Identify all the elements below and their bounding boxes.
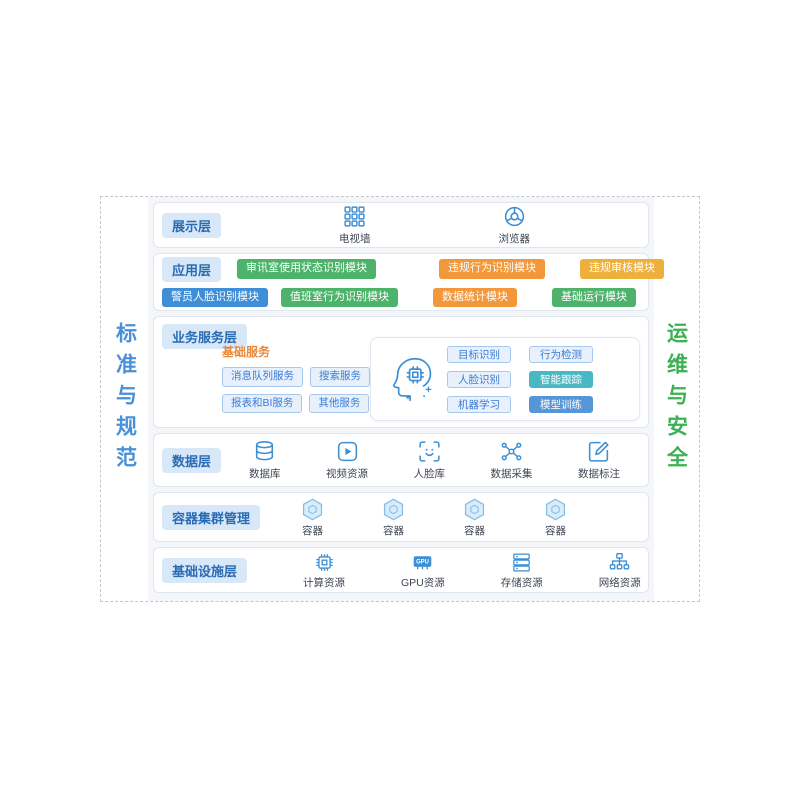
ai-smart-tracking: 智能跟踪	[529, 370, 593, 388]
operations-sidebar-title: 运维与安全	[664, 321, 688, 477]
module-violation-review: 违规审核模块	[580, 259, 665, 279]
layers-stack: 展示层 电视墙	[148, 197, 665, 601]
container-item: 容器	[462, 497, 487, 538]
ai-machine-learning: 机器学习	[447, 395, 511, 413]
gpu-resource-item: GPU GPU资源	[401, 551, 445, 590]
container-label: 容器	[464, 524, 486, 537]
module-duty-room-behavior: 值班室行为识别模块	[281, 287, 398, 308]
database-icon	[252, 439, 277, 464]
storage-icon	[510, 551, 533, 574]
business-service-layer: 业务服务层 基础服务 消息队列服务 搜索服务 报表和BI服务 其他服务	[153, 316, 649, 428]
container-item: 容器	[381, 497, 406, 538]
service-report-bi: 报表和BI服务	[222, 393, 303, 414]
storage-resource-item: 存储资源	[501, 551, 543, 590]
container-label: 容器	[545, 524, 567, 537]
business-layer-badge: 业务服务层	[162, 324, 248, 349]
service-search: 搜索服务	[310, 367, 370, 387]
module-police-face: 警员人脸识别模块	[162, 287, 268, 308]
browser-label: 浏览器	[498, 233, 531, 245]
ai-target-recognition: 目标识别	[447, 345, 511, 363]
application-layer-badge: 应用层	[162, 256, 222, 282]
container-item: 容器	[543, 497, 568, 538]
data-collect-label: 数据采集	[490, 468, 533, 480]
application-row-2: 警员人脸识别模块 值班室行为识别模块 数据统计模块 基础运行模块	[162, 287, 640, 308]
container-layer-badge: 容器集群管理	[162, 504, 261, 530]
face-library-label: 人脸库	[413, 468, 445, 480]
basic-services-title: 基础服务	[222, 345, 271, 359]
tv-wall-label: 电视墙	[339, 233, 371, 245]
face-library-icon	[417, 439, 442, 464]
ai-face-recognition: 人脸识别	[447, 370, 511, 388]
data-layer-badge: 数据层	[162, 447, 222, 473]
infrastructure-items: 计算资源 GPU GPU资源	[303, 551, 641, 590]
presentation-layer: 展示层 电视墙	[153, 202, 649, 248]
data-annotation-item: 数据标注	[578, 439, 620, 481]
ai-head-icon	[381, 354, 435, 404]
data-collect-item: 数据采集	[490, 439, 532, 481]
module-interrogation-status: 审讯室使用状态识别模块	[237, 259, 377, 279]
service-message-queue: 消息队列服务	[222, 367, 303, 387]
storage-resource-label: 存储资源	[500, 576, 543, 589]
data-layer: 数据层 数据库	[153, 433, 649, 487]
ai-capabilities-grid: 目标识别 行为检测 人脸识别 智能跟踪 机器学习 模型训练	[447, 345, 593, 413]
ai-behavior-detection: 行为检测	[529, 345, 593, 363]
container-label: 容器	[383, 524, 405, 537]
data-collect-icon	[499, 439, 524, 464]
container-label: 容器	[302, 524, 324, 537]
data-annotation-label: 数据标注	[577, 468, 620, 480]
basic-services-row-1: 消息队列服务 搜索服务	[222, 367, 370, 387]
standards-sidebar: 标准与规范	[101, 197, 149, 601]
browser-item: 浏览器	[498, 204, 531, 246]
database-item: 数据库	[249, 439, 281, 481]
basic-services-row-2: 报表和BI服务 其他服务	[222, 393, 370, 414]
database-label: 数据库	[249, 468, 281, 480]
ai-model-training: 模型训练	[529, 395, 593, 413]
standards-sidebar-title: 标准与规范	[113, 321, 137, 477]
compute-resource-label: 计算资源	[303, 576, 346, 589]
basic-services-group: 基础服务 消息队列服务 搜索服务 报表和BI服务 其他服务	[222, 343, 370, 420]
container-items: 容器 容器	[300, 497, 568, 538]
application-layer: 应用层 审讯室使用状态识别模块 违规行为识别模块 违规审核模块 警员人脸识别模块…	[153, 253, 665, 311]
gpu-chip-text: GPU	[416, 559, 429, 565]
module-basic-operation: 基础运行模块	[552, 287, 636, 308]
infrastructure-layer-badge: 基础设施层	[162, 557, 248, 583]
network-icon	[608, 551, 631, 574]
container-item: 容器	[300, 497, 325, 538]
data-items: 数据库 视频资源	[249, 439, 640, 481]
presentation-items: 电视墙 浏览器	[339, 204, 530, 246]
container-hexagon-icon	[381, 497, 406, 522]
architecture-diagram: 标准与规范 运维与安全 展示层 电视墙	[100, 196, 700, 602]
operations-sidebar: 运维与安全	[651, 197, 699, 601]
tv-wall-icon	[342, 204, 367, 229]
browser-icon	[502, 204, 527, 229]
gpu-resource-label: GPU资源	[401, 576, 445, 589]
application-row-1: 应用层 审讯室使用状态识别模块 违规行为识别模块 违规审核模块	[162, 256, 665, 282]
network-resource-item: 网络资源	[599, 551, 641, 590]
module-data-statistics: 数据统计模块	[433, 287, 517, 308]
container-hexagon-icon	[462, 497, 487, 522]
video-resource-label: 视频资源	[326, 468, 368, 480]
container-cluster-layer: 容器集群管理 容器	[153, 492, 649, 542]
infrastructure-layer: 基础设施层 计算资源	[153, 547, 649, 593]
data-annotation-icon	[586, 439, 611, 464]
network-resource-label: 网络资源	[598, 576, 641, 589]
gpu-icon: GPU	[411, 551, 434, 574]
cpu-icon	[313, 551, 336, 574]
container-hexagon-icon	[543, 497, 568, 522]
presentation-layer-badge: 展示层	[162, 212, 222, 238]
tv-wall-item: 电视墙	[339, 204, 371, 246]
service-other: 其他服务	[309, 393, 370, 414]
face-library-item: 人脸库	[413, 439, 445, 481]
compute-resource-item: 计算资源	[303, 551, 345, 590]
module-violation-behavior: 违规行为识别模块	[439, 259, 546, 279]
video-icon	[335, 439, 360, 464]
video-resource-item: 视频资源	[326, 439, 368, 481]
container-hexagon-icon	[300, 497, 325, 522]
ai-capabilities-panel: 目标识别 行为检测 人脸识别 智能跟踪 机器学习 模型训练	[370, 337, 640, 421]
